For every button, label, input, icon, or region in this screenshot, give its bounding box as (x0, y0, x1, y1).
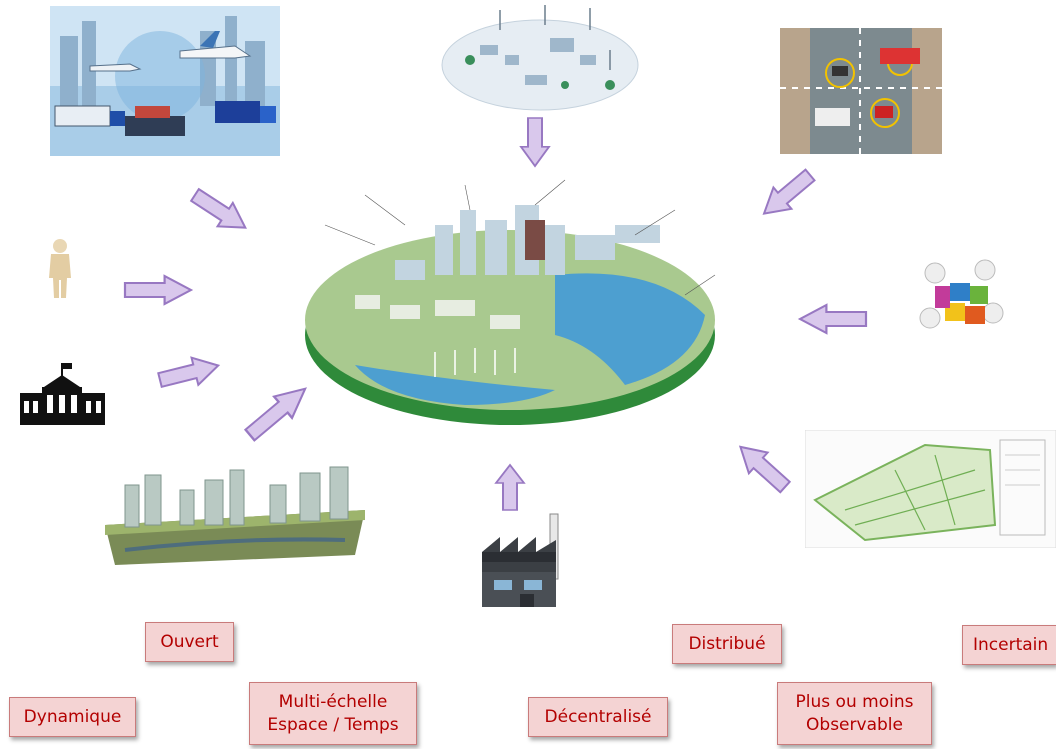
smart-grid-icon (441, 5, 639, 111)
factory-icon (482, 513, 559, 607)
person-icon (49, 239, 71, 298)
institution-icon (20, 363, 105, 425)
arrow-person (123, 274, 193, 306)
tag-distribue: Distribué (672, 624, 782, 664)
arrow-puzzle (798, 303, 868, 335)
tag-multi-echelle: Multi-échelle Espace / Temps (249, 682, 417, 745)
tag-dynamique: Dynamique (9, 697, 136, 737)
transport-logistics-icon (50, 6, 280, 156)
arrow-plan (730, 435, 796, 499)
arrow-energy (520, 117, 550, 167)
arrow-transport (186, 182, 254, 241)
urban-development-icon (105, 466, 365, 565)
urban-plan-icon (805, 430, 1056, 548)
traffic-icon (780, 28, 942, 154)
puzzle-people-icon (919, 259, 1004, 329)
arrow-institution (155, 350, 223, 395)
tag-decentralise: Décentralisé (528, 697, 668, 737)
tag-incertain: Incertain (962, 625, 1056, 665)
tag-observable: Plus ou moins Observable (777, 682, 932, 745)
smart-city-icon (305, 179, 716, 425)
arrow-factory (495, 464, 525, 511)
arrow-traffic (754, 163, 820, 226)
tag-ouvert: Ouvert (145, 622, 234, 662)
